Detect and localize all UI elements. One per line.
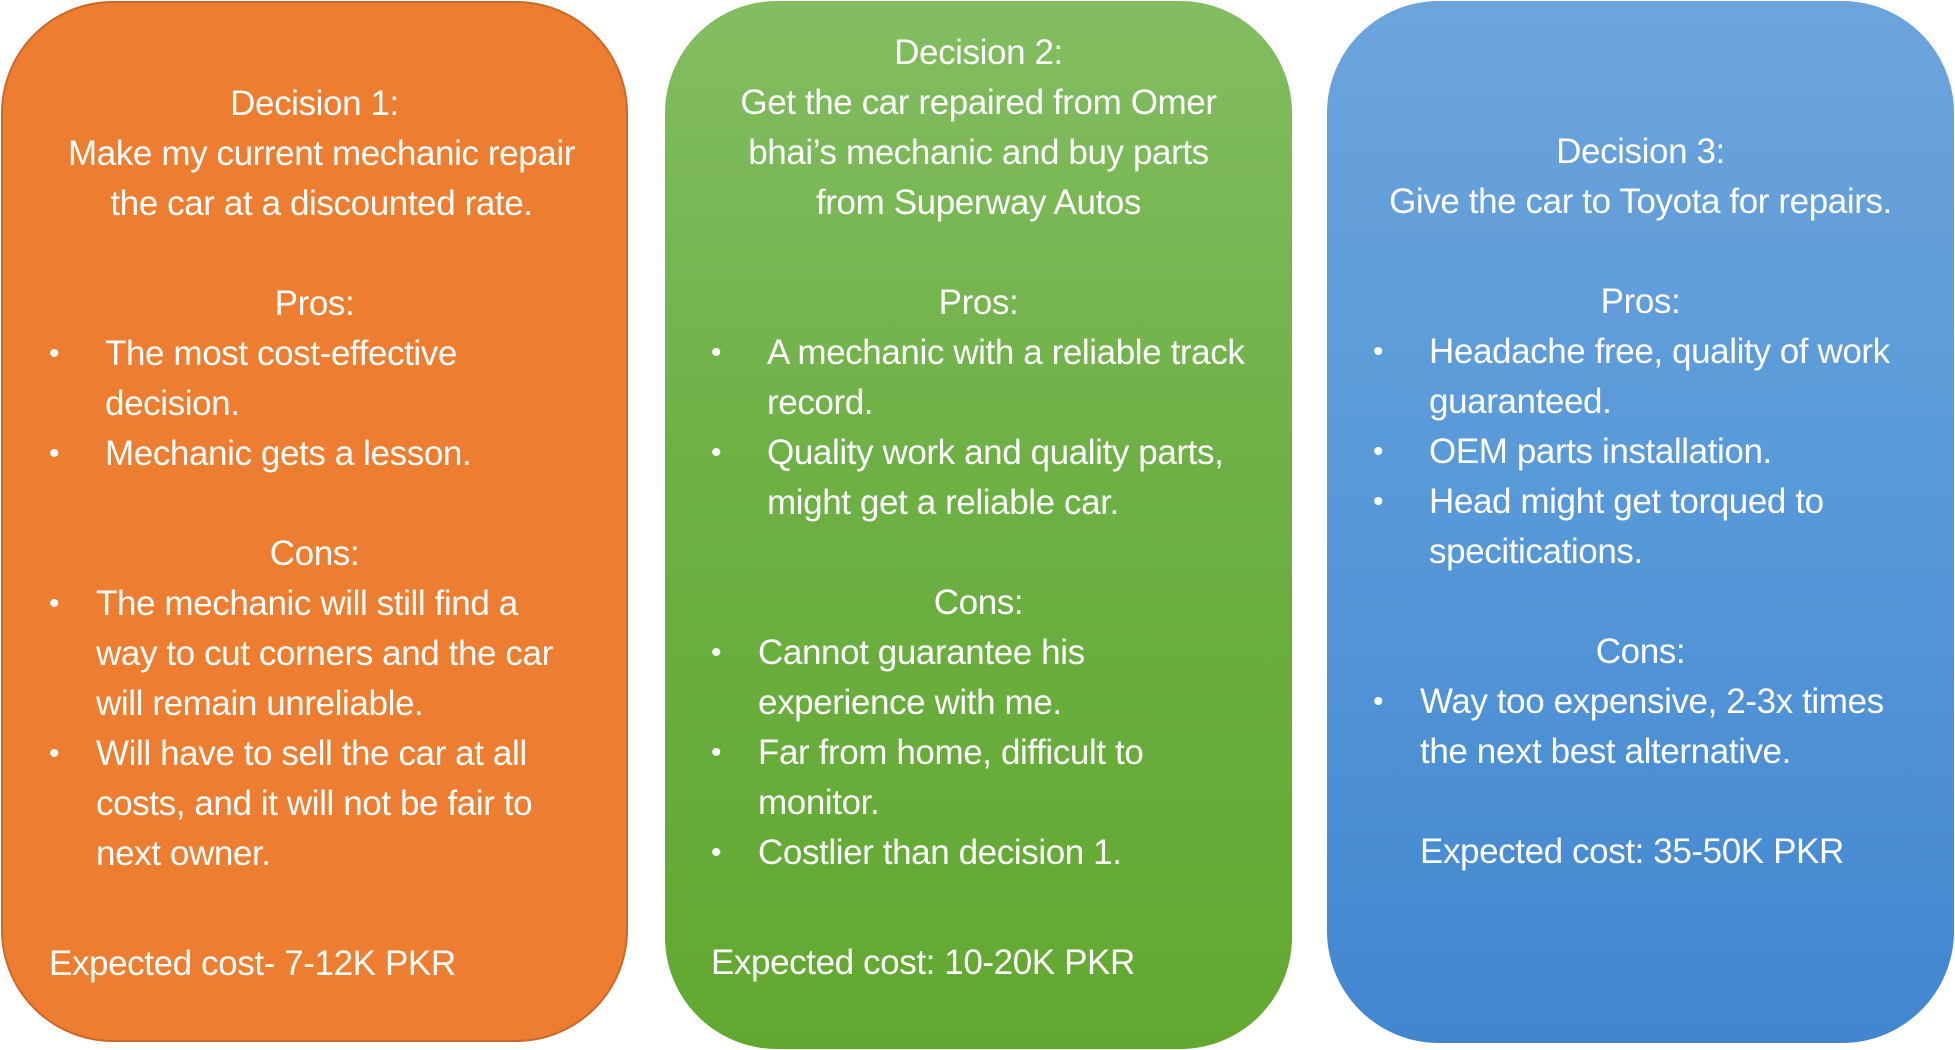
decision-3-con-item: Way too expensive, 2-3x times the next b… [1373, 677, 1908, 777]
decision-1-con-item: The mechanic will still find a way to cu… [49, 579, 580, 729]
decision-1-expected-cost: Expected cost- 7-12K PKR [49, 944, 456, 983]
decision-1-con-item: Will have to sell the car at all costs, … [49, 729, 580, 879]
decision-1-title: Make my current mechanic repair the car … [68, 134, 575, 223]
decision-1-pro-item: Mechanic gets a lesson. [49, 429, 580, 479]
decision-3-pros-label: Pros: [1600, 282, 1681, 321]
decision-3-pro-item: Headache free, quality of work guarantee… [1373, 327, 1908, 427]
decision-2-pros-list: A mechanic with a reliable track record.… [711, 328, 1246, 528]
decision-3-cons-label: Cons: [1595, 632, 1686, 671]
decision-2-pros-label: Pros: [938, 283, 1019, 322]
decision-3-heading: Decision 3: [1556, 132, 1725, 171]
decision-2-title: Get the car repaired from Omer bhai’s me… [740, 83, 1217, 222]
decision-card-2: Decision 2: Get the car repaired from Om… [665, 1, 1292, 1049]
decision-1-pro-item: The most cost-effective decision. [49, 329, 580, 429]
decision-3-cons-list: Way too expensive, 2-3x times the next b… [1373, 677, 1908, 777]
decision-3-pros-list: Headache free, quality of work guarantee… [1373, 327, 1908, 577]
decision-2-pro-item: A mechanic with a reliable track record. [711, 328, 1246, 428]
decision-3-pro-item: Head might get torqued to specitications… [1373, 477, 1908, 577]
decision-3-title: Give the car to Toyota for repairs. [1389, 182, 1892, 221]
decision-1-heading: Decision 1: [230, 84, 399, 123]
decision-3-pro-item: OEM parts installation. [1373, 427, 1908, 477]
decision-card-1: Decision 1: Make my current mechanic rep… [1, 1, 628, 1042]
decision-1-pros-list: The most cost-effective decision. Mechan… [49, 329, 580, 479]
decision-2-pro-item: Quality work and quality parts, might ge… [711, 428, 1246, 528]
decision-2-con-item: Cannot guarantee his experience with me. [711, 628, 1246, 728]
decision-1-pros-label: Pros: [274, 284, 355, 323]
decision-card-3: Decision 3: Give the car to Toyota for r… [1327, 1, 1954, 1043]
decision-2-cons-list: Cannot guarantee his experience with me.… [711, 628, 1246, 878]
decision-2-con-item: Far from home, difficult to monitor. [711, 728, 1246, 828]
decision-2-heading: Decision 2: [894, 33, 1063, 72]
decision-1-cons-list: The mechanic will still find a way to cu… [49, 579, 580, 879]
decision-3-expected-cost: Expected cost: 35-50K PKR [1420, 832, 1844, 871]
decision-2-con-item: Costlier than decision 1. [711, 828, 1246, 878]
decision-2-expected-cost: Expected cost: 10-20K PKR [711, 943, 1135, 982]
decision-2-cons-label: Cons: [933, 583, 1024, 622]
decision-1-cons-label: Cons: [269, 534, 360, 573]
